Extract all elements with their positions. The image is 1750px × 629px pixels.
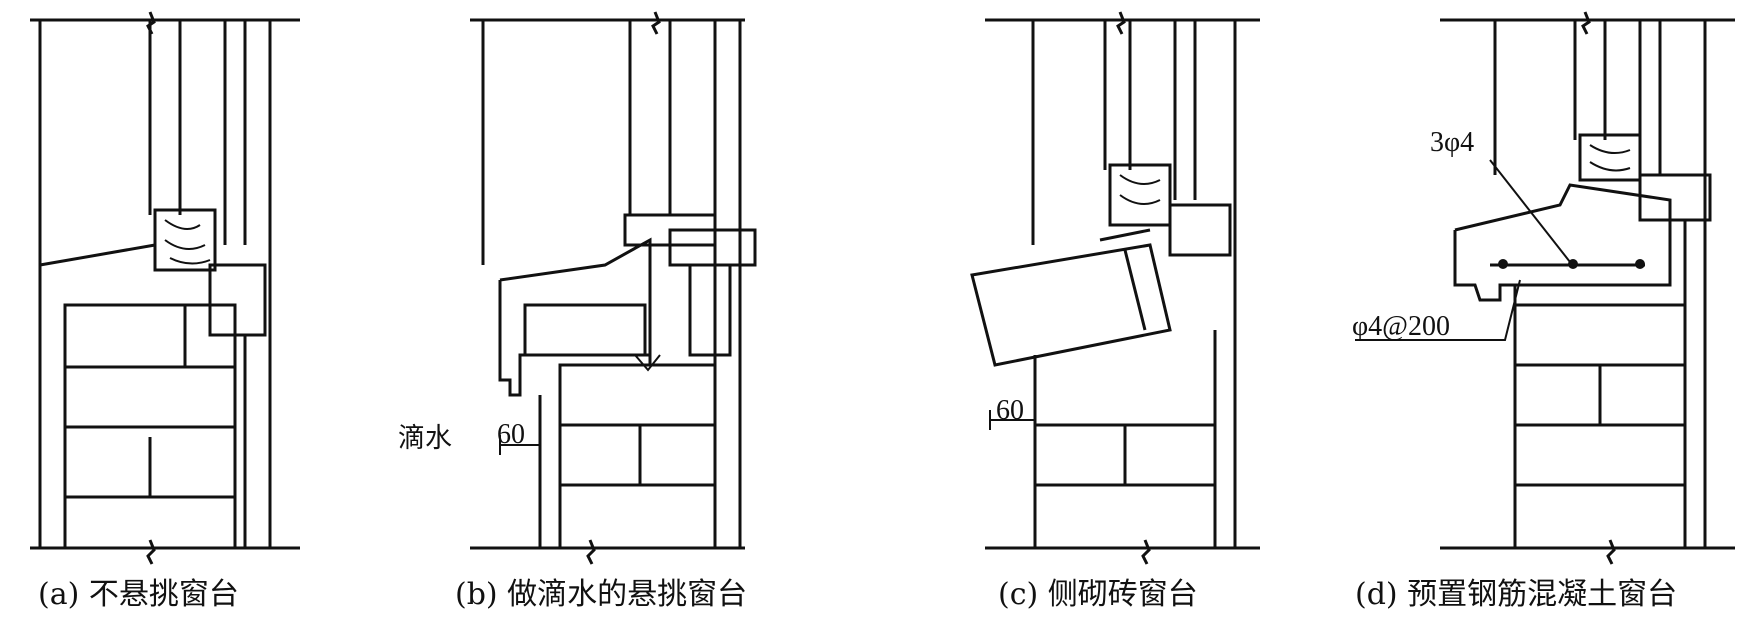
rebar-main-label: 3φ4 (1430, 127, 1475, 158)
panel-b-drawing (470, 11, 757, 565)
dimension-60-panel-b: 60 (497, 419, 525, 450)
panel-d-drawing (1355, 11, 1735, 565)
dimension-60-panel-c: 60 (996, 395, 1024, 426)
caption-panel-b: (b) 做滴水的悬挑窗台 (455, 577, 748, 612)
rebar-distribution-label: φ4@200 (1352, 311, 1450, 342)
caption-panel-c: (c) 侧砌砖窗台 (998, 577, 1198, 612)
panel-a-drawing (30, 11, 300, 565)
caption-panel-d: (d) 预置钢筋混凝土窗台 (1355, 577, 1678, 612)
panel-c-drawing (970, 11, 1260, 565)
caption-panel-a: (a) 不悬挑窗台 (38, 577, 239, 612)
drip-label: 滴水 (398, 423, 452, 454)
